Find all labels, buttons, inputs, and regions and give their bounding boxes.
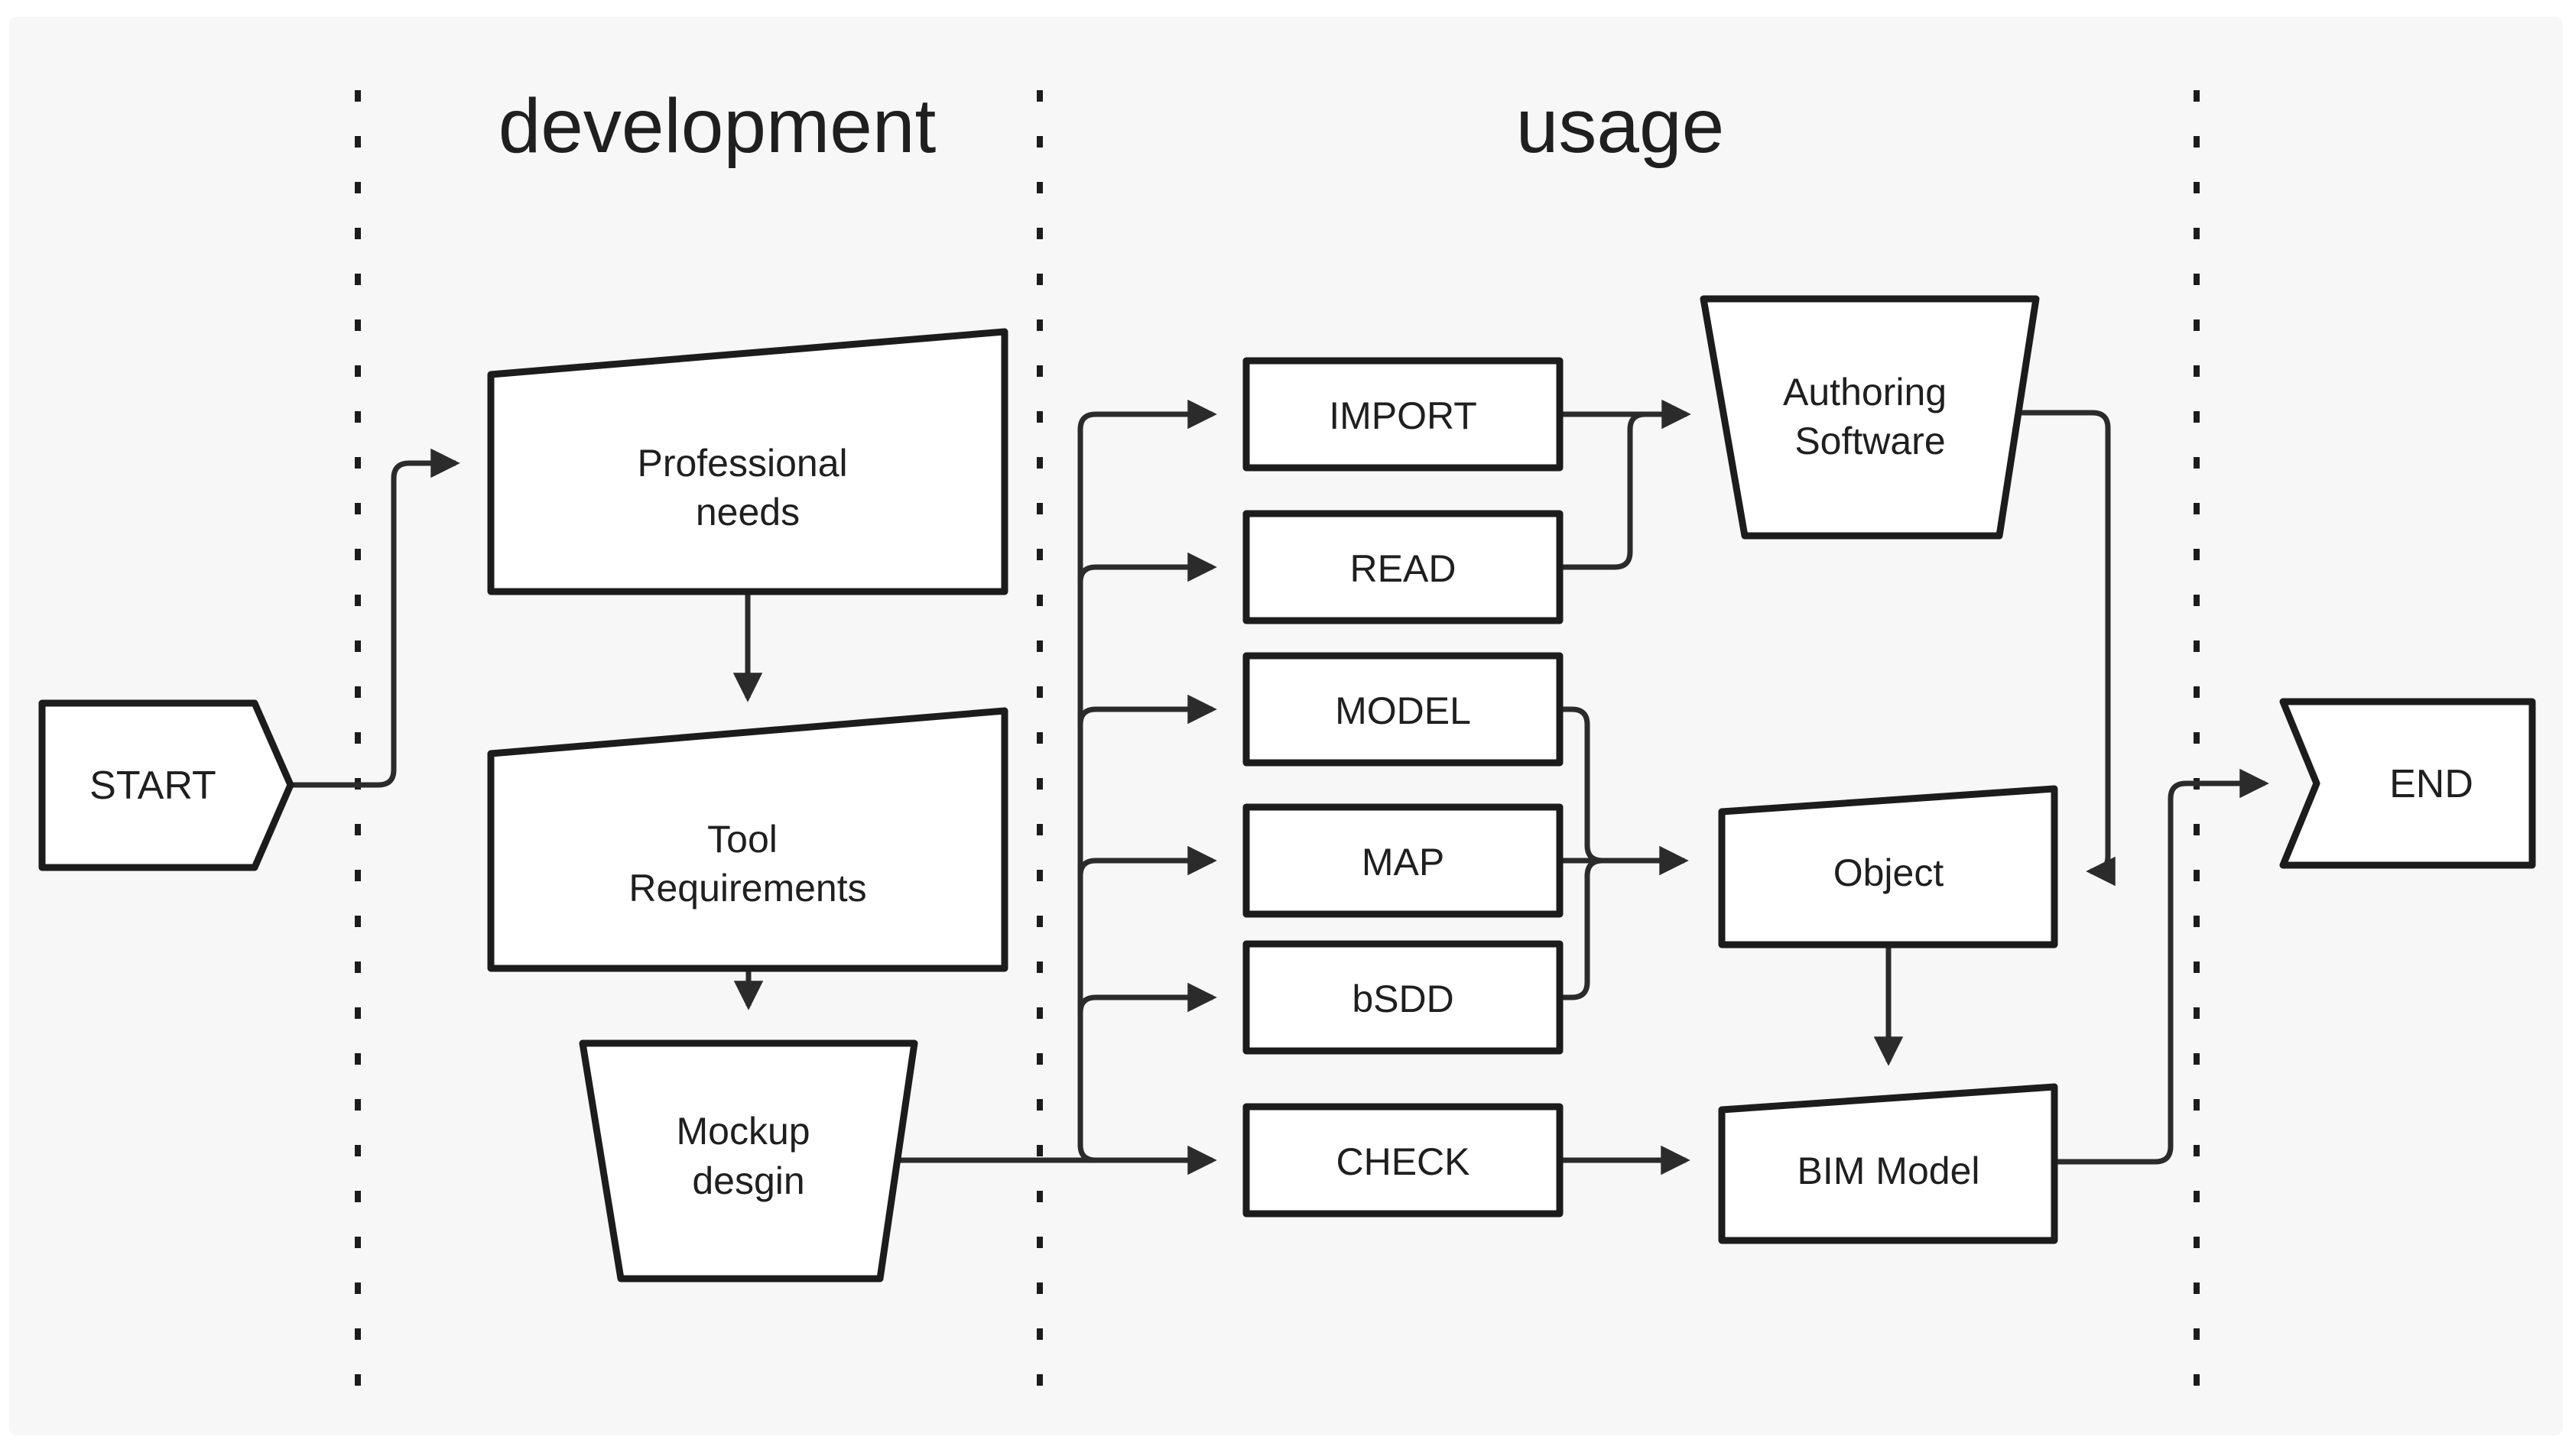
- node-mockup-design: Mockup desgin: [579, 1039, 918, 1283]
- edge-bsdd-to-object: [1560, 858, 1603, 1000]
- node-check-shape: [1242, 1103, 1564, 1218]
- node-end-label: END: [2389, 762, 2473, 806]
- node-import-shape: [1242, 357, 1564, 472]
- node-model-shape: [1242, 652, 1564, 767]
- node-authoring-software-shape: [1700, 295, 2040, 540]
- node-end-shape: [2279, 698, 2536, 869]
- node-model-label: MODEL: [1335, 689, 1471, 732]
- node-start-label: START: [89, 764, 216, 808]
- node-read: READ: [1242, 510, 1564, 624]
- edge-read-to-authoring-software: [1560, 411, 1646, 570]
- edge-trunk-to-model: [1077, 694, 1217, 725]
- node-import-label: IMPORT: [1329, 394, 1477, 437]
- node-map-shape: [1242, 803, 1564, 918]
- edge-trunk-to-map: [1077, 845, 1217, 877]
- node-object: Object: [1718, 785, 2058, 949]
- node-bsdd: bSDD: [1242, 940, 1564, 1055]
- node-tool-requirements-shape: [487, 707, 1008, 972]
- node-mockup-design-label: Mockup desgin: [677, 1097, 821, 1202]
- edge-model-to-object: [1560, 706, 1603, 864]
- node-map-label: MAP: [1362, 841, 1444, 884]
- edge-trunk-to-read: [1077, 552, 1217, 583]
- node-object-label: Object: [1833, 851, 1944, 894]
- node-authoring-software: Authoring Software: [1700, 295, 2040, 540]
- node-start: START: [38, 699, 294, 871]
- node-map: MAP: [1242, 803, 1564, 918]
- node-professional-needs: Professional needs: [487, 328, 1008, 595]
- node-check: CHECK: [1242, 1103, 1564, 1218]
- node-bim-model-shape: [1718, 1083, 2058, 1244]
- edge-trunk-to-bsdd: [1077, 982, 1217, 1013]
- node-professional-needs-shape: [487, 328, 1008, 595]
- section-title-usage: usage: [1516, 83, 1724, 169]
- node-tool-requirements-label: Tool Requirements: [628, 805, 866, 910]
- node-read-shape: [1242, 510, 1564, 624]
- node-import: IMPORT: [1242, 357, 1564, 472]
- node-bsdd-label: bSDD: [1352, 978, 1453, 1020]
- node-check-label: CHECK: [1336, 1140, 1469, 1183]
- node-tool-requirements: Tool Requirements: [487, 707, 1008, 972]
- node-start-shape: [38, 699, 294, 871]
- node-bim-model-label: BIM Model: [1797, 1150, 1980, 1192]
- edge-bim-model-to-end: [2054, 768, 2269, 1165]
- node-end: END: [2279, 698, 2536, 869]
- edge-start-to-professional-needs: [291, 448, 460, 788]
- node-read-label: READ: [1350, 547, 1456, 590]
- node-mockup-design-shape: [579, 1039, 918, 1283]
- node-professional-needs-label: Professional needs: [637, 429, 858, 533]
- edge-authoring-software-to-object: [2018, 410, 2116, 887]
- section-title-development: development: [498, 83, 937, 169]
- node-bsdd-shape: [1242, 940, 1564, 1055]
- node-authoring-software-label: Authoring Software: [1783, 358, 1957, 462]
- node-model: MODEL: [1242, 652, 1564, 767]
- edge-trunk-to-import: [1077, 399, 1217, 1163]
- node-bim-model: BIM Model: [1718, 1083, 2058, 1244]
- node-object-shape: [1718, 785, 2058, 949]
